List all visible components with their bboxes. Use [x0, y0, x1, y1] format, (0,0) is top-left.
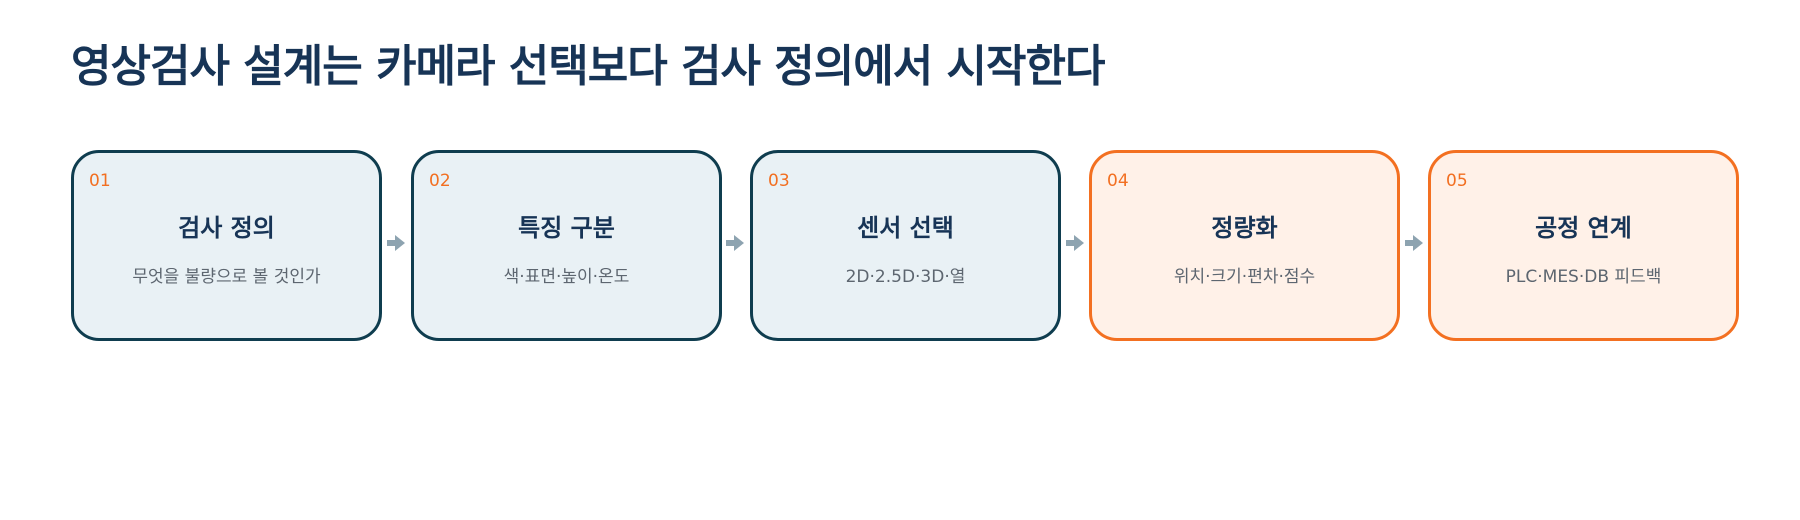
step-title: 특징 구분 [518, 214, 615, 242]
step-description: 위치·크기·편차·점수 [1173, 267, 1316, 287]
step-title: 센서 선택 [857, 214, 954, 242]
step-number: 01 [89, 171, 111, 191]
arrow-right-icon [726, 235, 744, 251]
step-number: 03 [768, 171, 790, 191]
step-description: PLC·MES·DB 피드백 [1505, 267, 1662, 287]
step-title: 검사 정의 [178, 214, 275, 242]
step-card-feature-classification: 02 특징 구분 색·표면·높이·온도 [411, 150, 722, 341]
arrow-right-icon [387, 235, 405, 251]
step-number: 04 [1107, 171, 1129, 191]
step-card-quantification: 04 정량화 위치·크기·편차·점수 [1089, 150, 1400, 341]
page-title: 영상검사 설계는 카메라 선택보다 검사 정의에서 시작한다 [71, 41, 1105, 92]
step-description: 2D·2.5D·3D·열 [845, 267, 966, 287]
arrow-right-icon [1066, 235, 1084, 251]
process-flow: 01 검사 정의 무엇을 불량으로 볼 것인가 02 특징 구분 색·표면·높이… [71, 150, 1739, 341]
arrow-right-icon [1405, 235, 1423, 251]
step-number: 05 [1446, 171, 1468, 191]
step-description: 색·표면·높이·온도 [503, 267, 630, 287]
step-card-inspection-definition: 01 검사 정의 무엇을 불량으로 볼 것인가 [71, 150, 382, 341]
step-card-process-integration: 05 공정 연계 PLC·MES·DB 피드백 [1428, 150, 1739, 341]
step-number: 02 [429, 171, 451, 191]
step-card-sensor-selection: 03 센서 선택 2D·2.5D·3D·열 [750, 150, 1061, 341]
step-description: 무엇을 불량으로 볼 것인가 [132, 267, 321, 287]
step-title: 공정 연계 [1535, 214, 1632, 242]
step-title: 정량화 [1211, 214, 1278, 242]
